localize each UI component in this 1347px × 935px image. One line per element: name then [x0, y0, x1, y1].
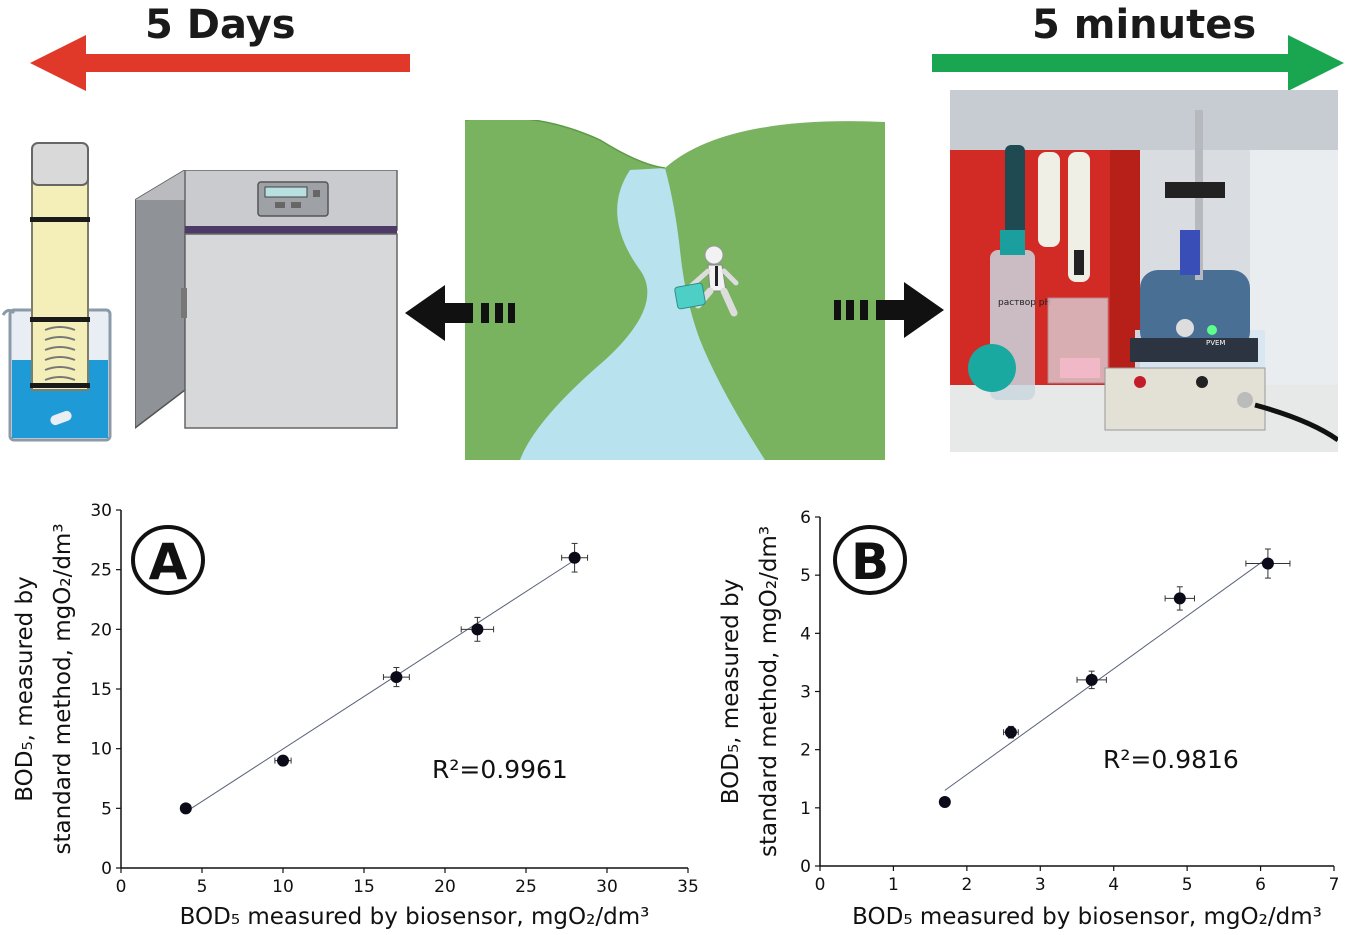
x-axis-label: BOD₅ measured by biosensor, mgO₂/dm³ — [180, 904, 650, 930]
left-red-arrow — [30, 35, 410, 91]
x-tick-label: 20 — [434, 877, 456, 897]
data-point — [1004, 726, 1017, 739]
x-tick-label: 0 — [116, 877, 127, 897]
x-tick-label: 5 — [197, 877, 208, 897]
y-tick-label: 0 — [101, 859, 112, 879]
right-dashed-arrow — [834, 282, 944, 338]
incubator-icon — [135, 170, 398, 429]
data-point — [1261, 557, 1274, 570]
chart-a-annotation: R²=0.9961 — [432, 755, 568, 784]
panel-a-badge: A — [131, 525, 205, 595]
y-axis-label-line2: standard method, mgO₂/dm³ — [756, 526, 782, 857]
x-axis-label: BOD₅ measured by biosensor, mgO₂/dm³ — [852, 904, 1322, 930]
data-point — [1173, 592, 1186, 605]
y-axis-label-line1: BOD₅, measured by — [718, 579, 744, 804]
right-green-arrow — [932, 35, 1344, 91]
data-point — [390, 671, 403, 684]
x-tick-label: 4 — [1108, 875, 1119, 895]
fit-line — [185, 559, 575, 813]
x-tick-label: 1 — [888, 875, 899, 895]
y-tick-label: 0 — [800, 857, 811, 877]
y-tick-label: 3 — [800, 683, 811, 703]
y-tick-label: 1 — [800, 799, 811, 819]
x-tick-label: 0 — [815, 875, 826, 895]
x-tick-label: 3 — [1035, 875, 1046, 895]
x-tick-label: 25 — [515, 877, 537, 897]
y-tick-label: 30 — [90, 501, 112, 521]
photo-bottle-label: раствор рН — [998, 298, 1051, 308]
panel-b-badge: B — [833, 525, 907, 595]
svg-text:A: A — [149, 533, 188, 591]
x-tick-label: 7 — [1329, 875, 1340, 895]
data-point — [471, 623, 484, 636]
y-tick-label: 20 — [90, 620, 112, 640]
x-tick-label: 15 — [353, 877, 375, 897]
y-axis-label-line1: BOD₅, measured by — [12, 576, 38, 801]
y-tick-label: 2 — [800, 741, 811, 761]
svg-text:B: B — [851, 533, 889, 591]
data-point — [277, 754, 289, 767]
y-tick-label: 25 — [90, 561, 112, 581]
data-point — [938, 796, 951, 809]
left-duration-label: 5 Days — [145, 2, 296, 48]
bod-bottle-in-beaker-icon — [1, 142, 112, 442]
y-tick-label: 6 — [800, 508, 811, 528]
y-tick-label: 15 — [90, 680, 112, 700]
fit-line — [944, 557, 1269, 791]
data-point — [568, 551, 581, 564]
y-tick-label: 5 — [800, 566, 811, 586]
data-point — [179, 802, 192, 815]
x-tick-label: 35 — [677, 877, 699, 897]
lab-biosensor-photo: раствор рН PVEM — [950, 90, 1338, 452]
y-axis-label-line2: standard method, mgO₂/dm³ — [50, 523, 76, 854]
right-duration-label: 5 minutes — [1032, 2, 1257, 48]
x-tick-label: 2 — [961, 875, 972, 895]
data-point — [1085, 673, 1098, 686]
x-tick-label: 30 — [596, 877, 618, 897]
y-tick-label: 5 — [101, 799, 112, 819]
left-dashed-arrow — [405, 285, 515, 341]
x-tick-label: 10 — [272, 877, 294, 897]
x-tick-label: 5 — [1182, 875, 1193, 895]
running-businessman-icon — [674, 245, 739, 317]
photo-device-label: PVEM — [1206, 339, 1225, 347]
x-tick-label: 6 — [1255, 875, 1266, 895]
y-tick-label: 4 — [800, 624, 811, 644]
y-tick-label: 10 — [90, 740, 112, 760]
chart-b-annotation: R²=0.9816 — [1103, 745, 1239, 774]
